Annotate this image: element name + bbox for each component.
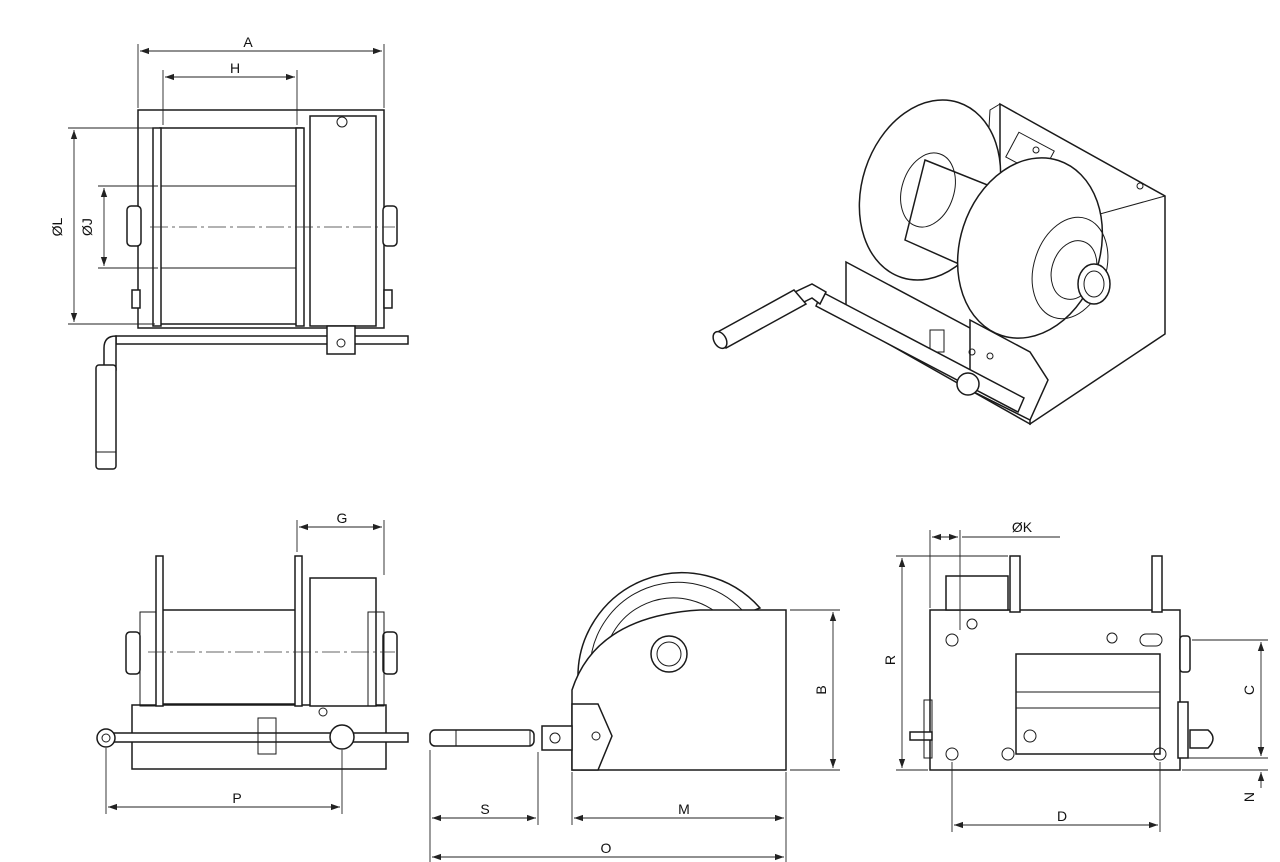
top-view: A H ØL ØJ	[49, 34, 409, 470]
front-view-crank-shaft	[109, 732, 409, 743]
dim-label-l: ØL	[49, 217, 65, 236]
front-view-flange-left	[155, 555, 164, 707]
front-view-flange-right	[294, 555, 303, 707]
dim-label-r: R	[882, 655, 898, 665]
side-view-hub	[650, 635, 688, 673]
front-view: G P	[96, 510, 409, 814]
front-view-gear-housing	[309, 577, 377, 707]
dim-label-k: ØK	[1012, 519, 1033, 535]
dim-label-d: D	[1057, 808, 1067, 824]
dim-label-o: O	[601, 840, 612, 856]
iso-pawl-knob	[956, 372, 980, 396]
side-view-crank-coupling	[541, 725, 573, 751]
side-view-housing	[571, 609, 787, 771]
dim-label-h: H	[230, 60, 240, 76]
dim-label-m: M	[678, 801, 690, 817]
dim-label-s: S	[480, 801, 489, 817]
top-view-crank-handle	[95, 364, 117, 470]
top-view-hub-right	[382, 205, 398, 247]
side-view-crank-handle	[429, 729, 535, 747]
dim-label-n: N	[1241, 792, 1257, 802]
iso-crank-handle	[712, 289, 808, 349]
iso-hub	[1077, 263, 1111, 305]
top-view-hub-left	[126, 205, 142, 247]
isometric-view	[712, 99, 1166, 426]
dim-label-p: P	[232, 790, 241, 806]
top-view-gear-housing	[309, 115, 377, 327]
end-view-top-plate	[945, 575, 1009, 611]
front-view-pawl-knob	[329, 724, 355, 750]
dim-label-c: C	[1241, 685, 1257, 695]
side-view: B S M O	[429, 572, 840, 862]
end-view-window	[1015, 653, 1161, 755]
dim-label-j: ØJ	[79, 218, 95, 236]
top-view-pawl-block	[326, 325, 356, 355]
top-view-drum	[159, 127, 303, 325]
dim-label-a: A	[243, 34, 253, 50]
front-view-drum	[161, 609, 299, 705]
dim-label-b: B	[813, 685, 829, 694]
dim-label-g: G	[337, 510, 348, 526]
top-view-crank-shaft	[115, 335, 409, 345]
end-view: ØK R C N D	[882, 519, 1268, 832]
